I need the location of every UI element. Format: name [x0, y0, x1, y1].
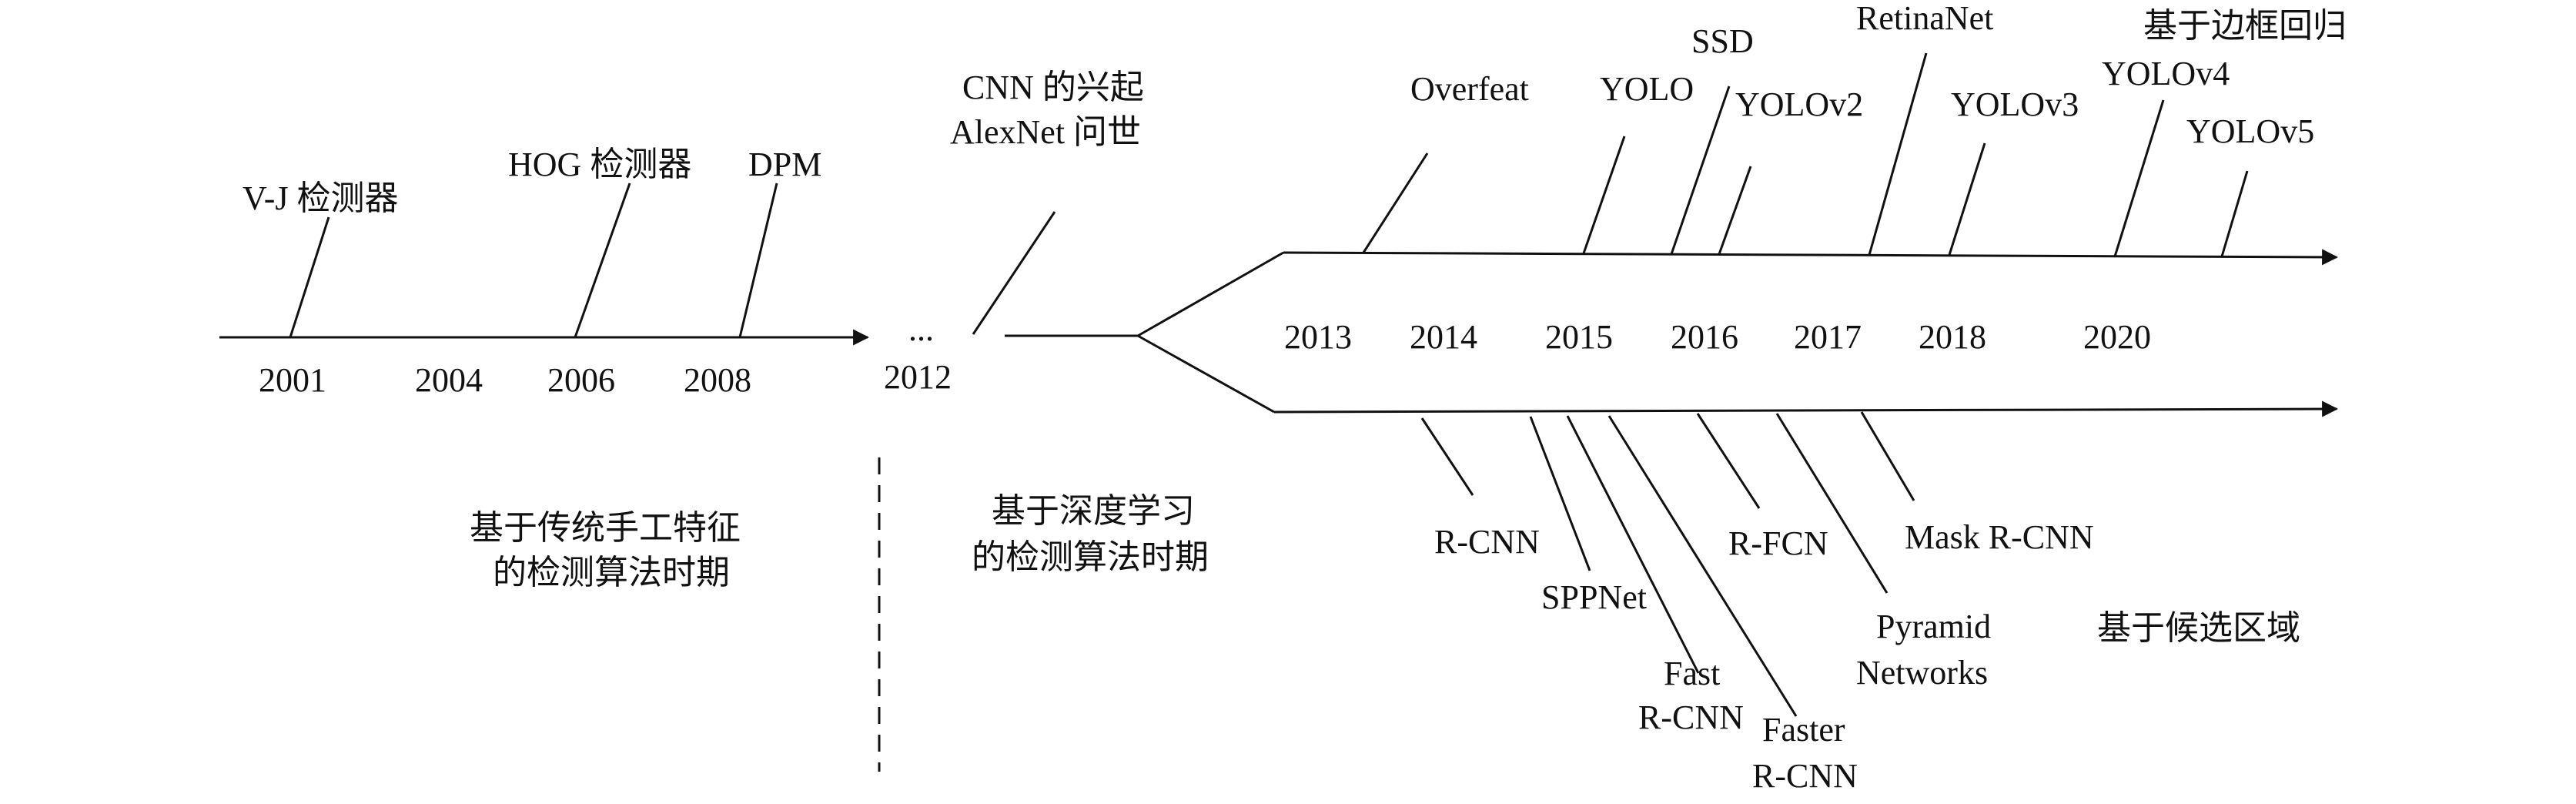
- year-2006: 2006: [547, 361, 615, 399]
- rfcn-label: R-FCN: [1728, 524, 1828, 562]
- mask-rcnn-label: Mask R-CNN: [1905, 518, 2094, 556]
- fast-rcnn-leader: [1566, 415, 1700, 674]
- yolov5-label: YOLOv5: [2186, 112, 2314, 150]
- rcnn-label: R-CNN: [1434, 523, 1540, 561]
- rcnn-leader: [1420, 417, 1474, 496]
- fork-upper: [1137, 251, 1284, 337]
- fork-lower: [1137, 334, 1275, 414]
- faster-rcnn-leader: [1607, 415, 1798, 717]
- faster-rcnn-line2: R-CNN: [1752, 757, 1858, 795]
- year-2016: 2016: [1671, 318, 1738, 356]
- regression-category: 基于边框回归: [2143, 7, 2347, 45]
- hog-leader: [574, 183, 631, 338]
- deep-period-line1: 基于深度学习: [992, 492, 1195, 530]
- year-2020: 2020: [2083, 318, 2151, 356]
- yolov2-label: YOLOv2: [1735, 85, 1863, 123]
- yolo-label: YOLO: [1600, 70, 1694, 108]
- year-2013: 2013: [1284, 318, 1352, 356]
- year-2014: 2014: [1410, 318, 1477, 356]
- fpn-line1: Pyramid: [1876, 608, 1991, 645]
- region-category: 基于候选区域: [2097, 609, 2300, 647]
- overfeat-label: Overfeat: [1410, 70, 1529, 108]
- dpm-leader: [738, 183, 778, 338]
- overfeat-leader: [1362, 152, 1429, 253]
- year-2008: 2008: [684, 361, 751, 399]
- year-2015: 2015: [1545, 318, 1613, 356]
- cnn-rise-line1: CNN 的兴起: [962, 69, 1144, 106]
- vj-label: V-J 检测器: [243, 179, 399, 217]
- dpm-label: DPM: [748, 146, 821, 183]
- ssd-leader: [1670, 85, 1731, 255]
- yolov4-label: YOLOv4: [2102, 55, 2230, 92]
- yolov2-leader: [1718, 166, 1752, 255]
- mask-rcnn-leader: [1860, 411, 1915, 501]
- fast-rcnn-line1: Fast: [1664, 655, 1720, 692]
- traditional-period-line1: 基于传统手工特征: [470, 509, 741, 547]
- fpn-leader: [1775, 413, 1889, 594]
- ellipsis-label: ...: [908, 310, 934, 348]
- traditional-period-line2: 的检测算法时期: [493, 554, 730, 591]
- retinanet-label: RetinaNet: [1856, 0, 1993, 37]
- year-2012: 2012: [884, 358, 952, 396]
- deep-period-line2: 的检测算法时期: [972, 538, 1209, 576]
- cnn-leader: [972, 211, 1056, 335]
- yolov4-leader: [2113, 99, 2165, 257]
- hog-label: HOG 检测器: [508, 146, 691, 183]
- yolov3-leader: [1948, 142, 1986, 256]
- yolov3-label: YOLOv3: [1951, 85, 2079, 123]
- sppnet-leader: [1529, 416, 1591, 571]
- fast-rcnn-line2: R-CNN: [1638, 698, 1744, 736]
- region-axis: [1273, 400, 2339, 417]
- yolov5-leader: [2220, 170, 2249, 257]
- rfcn-leader: [1696, 413, 1761, 509]
- year-2001: 2001: [259, 361, 326, 399]
- ssd-label: SSD: [1691, 22, 1754, 60]
- retinanet-leader: [1868, 52, 1928, 256]
- yolo-leader: [1582, 136, 1626, 254]
- faster-rcnn-line1: Faster: [1762, 711, 1845, 749]
- year-2004: 2004: [415, 361, 483, 399]
- regression-axis: [1283, 249, 2339, 266]
- vj-leader: [289, 216, 330, 338]
- fpn-line2: Networks: [1856, 654, 1988, 692]
- cnn-rise-line2: AlexNet 问世: [950, 113, 1141, 151]
- year-2017: 2017: [1794, 318, 1862, 356]
- sppnet-label: SPPNet: [1541, 578, 1647, 616]
- year-2018: 2018: [1919, 318, 1986, 356]
